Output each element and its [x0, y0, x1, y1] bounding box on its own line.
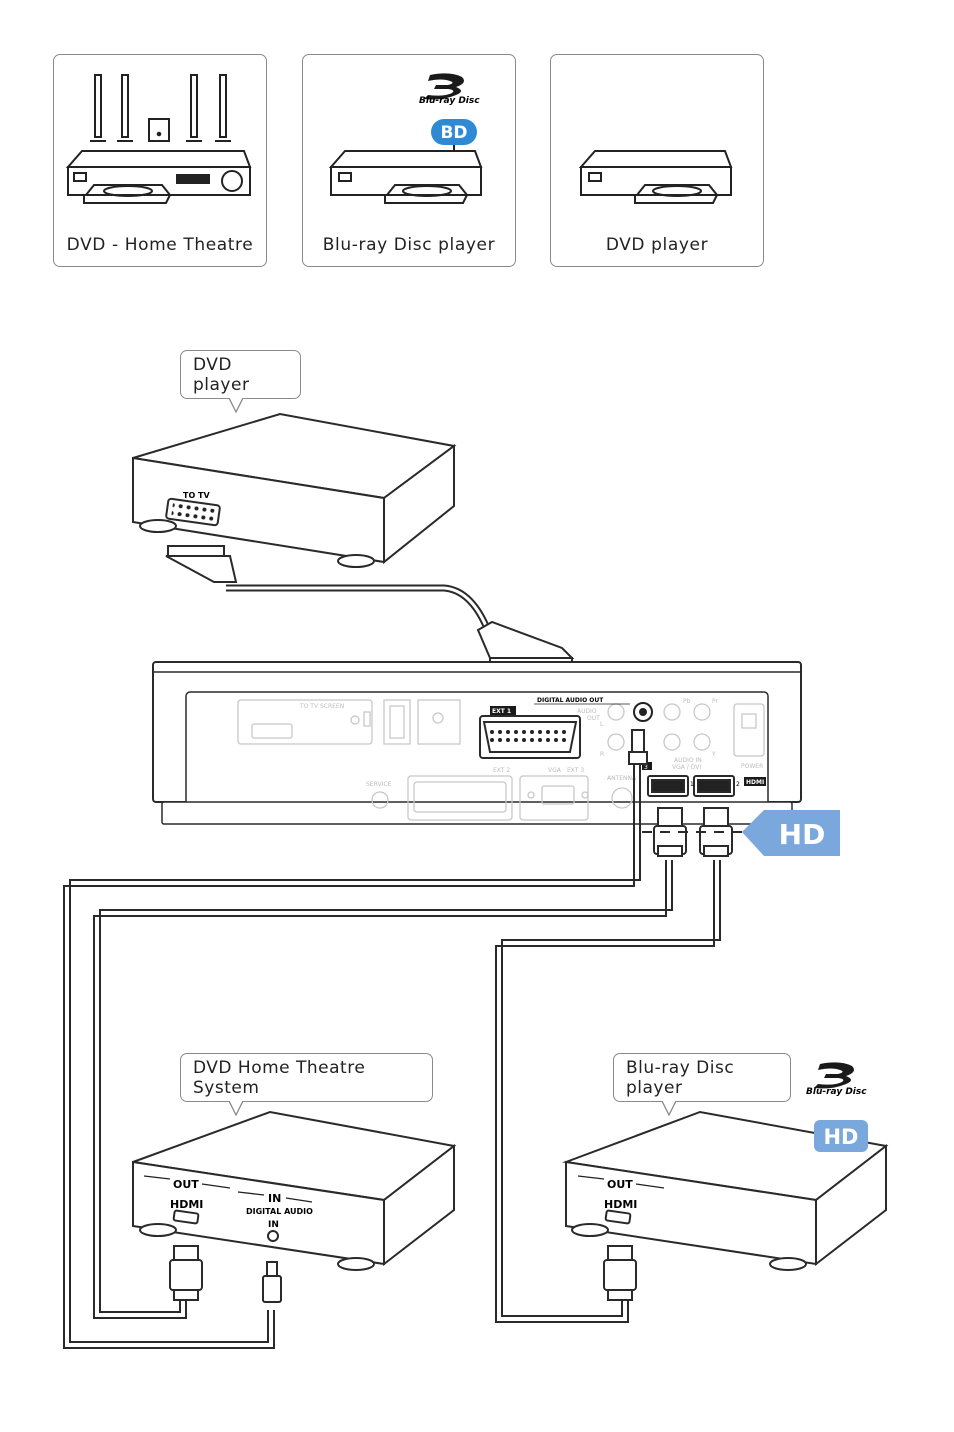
hdmi-plug-ht — [169, 1245, 203, 1301]
antenna-label: ANTENNA — [607, 775, 637, 782]
y-label: Y — [711, 751, 716, 758]
ht-digital-audio-label: DIGITAL AUDIO — [246, 1207, 313, 1216]
ext2-label: EXT 2 — [493, 767, 510, 774]
rca-plug-tv — [628, 729, 648, 765]
hdmi-ports — [647, 775, 735, 797]
bluray-player-icon: Blu-ray Disc BD — [328, 73, 483, 204]
callout-text: DVD player — [193, 354, 250, 395]
ht-in-label: IN — [268, 1192, 281, 1205]
rca-plug-ht — [262, 1261, 282, 1303]
hdmi-1-label: 1 — [690, 781, 694, 788]
home-theatre-device — [132, 1110, 457, 1271]
callout-text: Blu-ray Disc player — [626, 1057, 735, 1098]
tv-faded-ports — [237, 699, 765, 821]
bluray-hd-badge-text: HD — [823, 1125, 858, 1149]
bluray-device — [562, 1110, 889, 1271]
hd-badge — [742, 810, 840, 856]
l-label: L — [600, 721, 604, 728]
power-label: POWER — [741, 763, 763, 770]
bluray-logo-text: Blu-ray Disc — [806, 1087, 867, 1097]
audio-out-label: AUDIO — [577, 708, 597, 715]
bluray-logo-text: Blu-ray Disc — [419, 96, 480, 106]
callout-home-theatre: DVD Home Theatre System — [180, 1053, 433, 1116]
ht-out-label: OUT — [173, 1178, 199, 1191]
ext1-scart-port — [479, 715, 581, 759]
service-label: SERVICE — [366, 781, 392, 788]
digital-audio-out-label: DIGITAL AUDIO OUT — [537, 697, 604, 704]
bd-badge-text: BD — [440, 123, 467, 143]
callout-bluray: Blu-ray Disc player — [613, 1053, 791, 1116]
dvd-player-device — [132, 412, 457, 568]
bluray-logo-icon: Blu-ray Disc — [806, 1062, 867, 1097]
hdmi-plug-bluray — [603, 1245, 637, 1301]
pr-label: Pr — [712, 698, 719, 705]
card-label: Blu-ray Disc player — [322, 235, 496, 255]
hdmi-label: HDMI — [746, 779, 764, 786]
to-tv-screen-label: TO TV SCREEN — [299, 703, 344, 710]
hd-badge-text: HD — [779, 818, 826, 851]
callout-dvd-player: DVD player — [180, 350, 301, 413]
home-theatre-icon — [65, 74, 252, 204]
bluray-logo-icon: Blu-ray Disc — [419, 73, 480, 106]
r-label: R — [600, 751, 604, 758]
callout-text: DVD Home Theatre System — [193, 1057, 366, 1098]
card-label: DVD player — [605, 235, 709, 255]
bluray-hd-badge — [814, 1120, 868, 1152]
cables — [63, 760, 721, 1349]
bd-badge — [431, 119, 477, 145]
to-tv-label: TO TV — [183, 491, 211, 500]
dvd-player-icon — [578, 150, 733, 204]
ht-digital-in-label: IN — [268, 1220, 279, 1230]
hdmi-2-label: 2 — [736, 781, 740, 788]
bd-hdmi-label: HDMI — [604, 1198, 637, 1211]
port-3-label: 3 — [644, 764, 648, 771]
pb-label: Pb — [683, 698, 691, 705]
ext3-label: EXT 3 — [567, 767, 584, 774]
vga-dvi-label: VGA / DVI — [672, 764, 701, 771]
ext1-label: EXT 1 — [492, 708, 511, 715]
card-bluray-player: Blu-ray Disc BD Blu-ray Disc player — [302, 54, 516, 267]
tv-rear-panel — [152, 661, 802, 825]
ht-hdmi-label: HDMI — [170, 1198, 203, 1211]
card-label: DVD - Home Theatre — [66, 235, 254, 255]
audio-in-label: AUDIO IN — [674, 757, 702, 764]
bd-out-label: OUT — [607, 1178, 633, 1191]
card-dvd-player: DVD player — [550, 54, 764, 267]
vga-label: VGA — [548, 767, 562, 774]
out-label: OUT — [587, 715, 600, 722]
card-home-theatre: DVD - Home Theatre — [53, 54, 267, 267]
